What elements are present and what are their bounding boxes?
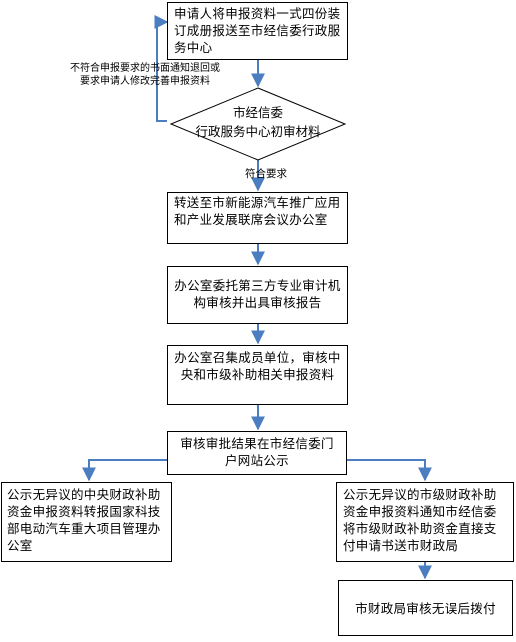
step-meeting-box: 办公室召集成员单位，审核中央和市级补助相关申报资料 [167,345,348,405]
reject-note-line1: 不符合申报要求的书面通知退回或 [70,63,220,74]
step-forward-box: 转送至市新能源汽车推广应用和产业发展联席会议办公室 [167,192,348,244]
step-municipal-text: 公示无异议的市级财政补助资金申报资料通知市经信委将市级财政补助资金直接支付申请书… [343,487,497,553]
step-publicize-text: 审核审批结果在市经信委门户网站公示 [180,436,334,468]
reject-note-line2: 要求申请人修改完善申报资料 [80,76,210,87]
arrow-reject-loop [154,15,169,122]
step-municipal-box: 公示无异议的市级财政补助资金申报资料通知市经信委将市级财政补助资金直接支付申请书… [336,482,514,562]
step-meeting-text: 办公室召集成员单位，审核中央和市级补助相关申报资料 [174,350,341,382]
step-submit-text: 申请人将申报资料一式四份装订成册报送至市经信委行政服务中心 [174,6,341,55]
step-submit-box: 申请人将申报资料一式四份装订成册报送至市经信委行政服务中心 [167,2,348,60]
step-audit-text: 办公室委托第三方专业审计机构审核并出具审核报告 [174,278,341,310]
step-forward-text: 转送至市新能源汽车推广应用和产业发展联席会议办公室 [174,195,341,227]
review-decision-line1: 市经信委 [232,105,283,120]
step-payment-text: 市财政局审核无误后拨付 [355,601,496,616]
pass-label: 符合要求 [245,168,287,180]
step-central-text: 公示无异议的中央财政补助资金申报资料转报国家科技部电动汽车重大项目管理办公室 [7,487,161,553]
arrow-publicize-to-central [82,459,167,482]
review-decision-diamond [169,87,347,161]
review-decision-line2: 行政服务中心初审材料 [195,124,321,139]
step-audit-box: 办公室委托第三方专业审计机构审核并出具审核报告 [167,266,348,324]
arrow-publicize-to-municipal [347,459,432,482]
review-decision-text: 市经信委 行政服务中心初审材料 [186,103,330,141]
step-publicize-box: 审核审批结果在市经信委门户网站公示 [167,431,347,475]
step-payment-box: 市财政局审核无误后拨付 [338,580,513,636]
reject-note: 不符合申报要求的书面通知退回或 要求申请人修改完善申报资料 [60,62,230,88]
step-central-box: 公示无异议的中央财政补助资金申报资料转报国家科技部电动汽车重大项目管理办公室 [1,482,172,562]
